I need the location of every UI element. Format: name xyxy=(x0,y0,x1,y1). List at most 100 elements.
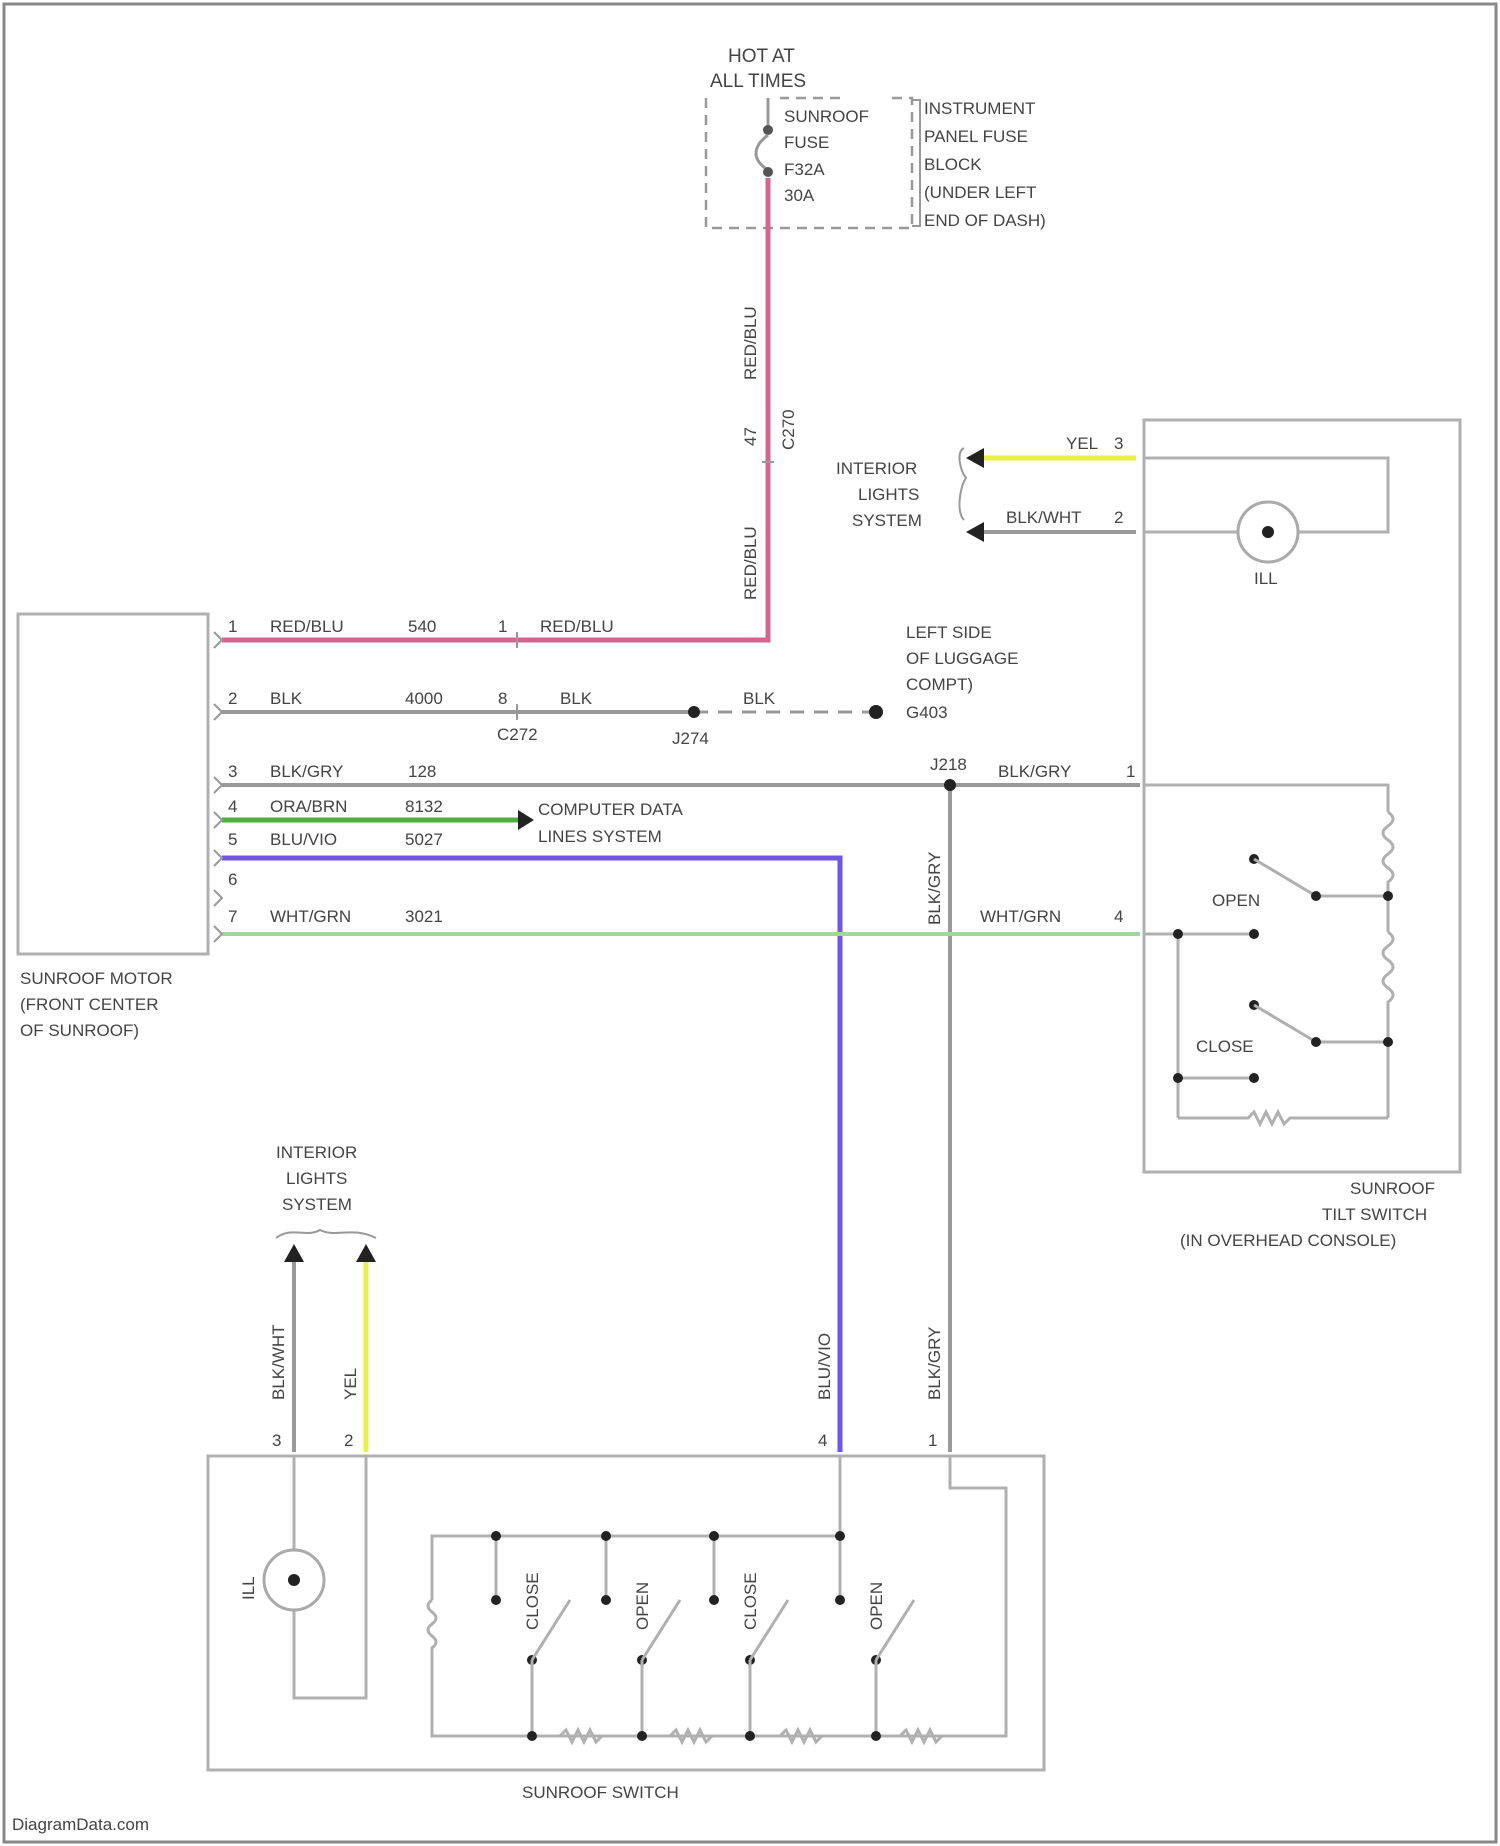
splice-j274-label: J274 xyxy=(672,729,709,748)
hot-at-label: HOT AT xyxy=(728,46,795,67)
tilt-ils-line-3: SYSTEM xyxy=(852,511,922,530)
block-line-4: (UNDER LEFT xyxy=(924,183,1036,202)
cds-line-2: LINES SYSTEM xyxy=(538,827,662,846)
switch-pin-1: 1 xyxy=(928,1431,937,1450)
switch-feed-path xyxy=(868,1456,1006,1736)
splice-j218-label: J218 xyxy=(930,755,967,774)
ground-text-4: G403 xyxy=(906,703,948,722)
switch-ill-label: ILL xyxy=(239,1576,258,1600)
ground-text-1: LEFT SIDE xyxy=(906,623,992,642)
tilt-pin-4: 4 xyxy=(1114,907,1123,926)
wire-orabrn-label: ORA/BRN xyxy=(270,797,347,816)
switch-blkwht-label: BLK/WHT xyxy=(269,1324,288,1400)
tilt-common-node xyxy=(1173,929,1183,939)
tilt-label-2: TILT SWITCH xyxy=(1322,1205,1427,1224)
tilt-lamp-filament xyxy=(1262,526,1274,538)
tilt-blkwht-label: BLK/WHT xyxy=(1006,508,1082,527)
tilt-resistor-1 xyxy=(1383,812,1393,896)
tilt-open-blade xyxy=(1254,859,1316,896)
switch-contacts xyxy=(491,1531,914,1741)
tilt-ils-arrow-2 xyxy=(966,522,984,542)
fuse-block: HOT AT ALL TIMES SUNROOF FUSE F32A 30A I… xyxy=(706,46,1046,230)
wire-bluvio-label: BLU/VIO xyxy=(270,830,337,849)
fuse-fuse: FUSE xyxy=(784,133,829,152)
splice-j274 xyxy=(688,706,700,718)
fuse-terminal-top xyxy=(763,125,773,135)
watermark: DiagramData.com xyxy=(12,1815,149,1834)
wire-whtgrn-label: WHT/GRN xyxy=(270,907,351,926)
cds-line-1: COMPUTER DATA xyxy=(538,800,683,819)
motor-pin-7: 7 xyxy=(228,907,237,926)
wire-redblu-motor-label: RED/BLU xyxy=(270,617,344,636)
sunroof-switch: INTERIOR LIGHTS SYSTEM BLK/WHT YEL 3 2 4… xyxy=(208,1143,1044,1802)
switch-yel-label: YEL xyxy=(341,1368,360,1400)
switch-pin-3: 3 xyxy=(272,1431,281,1450)
tilt-pin-2: 2 xyxy=(1114,508,1123,527)
wire-blk-mid-label: BLK xyxy=(560,689,593,708)
wire-redblu: RED/BLU C270 47 RED/BLU RED/BLU 540 1 RE… xyxy=(222,178,798,648)
tilt-open-label: OPEN xyxy=(1212,891,1260,910)
tilt-pin-3: 3 xyxy=(1114,434,1123,453)
switch-ils-arrow-1 xyxy=(284,1244,304,1262)
switch-ils-line-1: INTERIOR xyxy=(276,1143,357,1162)
tilt-resistor-2 xyxy=(1383,932,1393,1042)
tilt-pin-1: 1 xyxy=(1126,762,1135,781)
wire-whtgrn-tilt-label: WHT/GRN xyxy=(980,907,1061,926)
motor-pin-2: 2 xyxy=(228,689,237,708)
switch-open-label-2: OPEN xyxy=(867,1582,886,1630)
circuit-128: 128 xyxy=(408,762,436,781)
tilt-close-label: CLOSE xyxy=(1196,1037,1254,1056)
wire-whtgrn: WHT/GRN 3021 WHT/GRN xyxy=(222,907,1140,934)
circuit-3021: 3021 xyxy=(405,907,443,926)
switch-ils-line-3: SYSTEM xyxy=(282,1195,352,1214)
motor-label-2: (FRONT CENTER xyxy=(20,995,159,1014)
wire-redblu-upper-label: RED/BLU xyxy=(741,306,760,380)
tilt-ill-label: ILL xyxy=(1254,569,1278,588)
switch-ils-arrow-2 xyxy=(356,1244,376,1262)
tilt-close-blade xyxy=(1254,1005,1316,1042)
c272-pin8: 8 xyxy=(498,689,507,708)
tilt-ils-arrow-1 xyxy=(966,448,984,468)
connector-c270-pin: 47 xyxy=(741,427,760,446)
switch-pin-2: 2 xyxy=(344,1431,353,1450)
motor-pin-3: 3 xyxy=(228,762,237,781)
tilt-rail-node-1 xyxy=(1383,891,1393,901)
motor-pin-5: 5 xyxy=(228,830,237,849)
ground-text-3: COMPT) xyxy=(906,675,973,694)
tilt-ils-line-2: LIGHTS xyxy=(858,485,919,504)
tilt-feed-line xyxy=(1144,785,1388,812)
circuit-540: 540 xyxy=(408,617,436,636)
c272-pin1: 1 xyxy=(498,617,507,636)
circuit-4000: 4000 xyxy=(405,689,443,708)
wire-blkgry-tilt-label: BLK/GRY xyxy=(998,762,1071,781)
tilt-rail-node-2 xyxy=(1383,1037,1393,1047)
cds-arrow xyxy=(518,810,534,830)
switch-box xyxy=(208,1456,1044,1770)
block-line-1: INSTRUMENT xyxy=(924,99,1035,118)
switch-lamp-filament xyxy=(288,1574,300,1586)
block-line-2: PANEL FUSE xyxy=(924,127,1028,146)
fuse-name: SUNROOF xyxy=(784,107,869,126)
wire-redblu-mid-label: RED/BLU xyxy=(540,617,614,636)
tilt-bottom-resistor xyxy=(1178,1112,1388,1124)
all-times-label: ALL TIMES xyxy=(710,71,806,92)
wire-redblu-lower-label: RED/BLU xyxy=(741,526,760,600)
motor-pin-marks xyxy=(214,632,222,942)
circuit-5027: 5027 xyxy=(405,830,443,849)
wire-blkgry-vert-label: BLK/GRY xyxy=(925,852,944,925)
motor-label-3: OF SUNROOF) xyxy=(20,1021,139,1040)
tilt-close-contact xyxy=(1249,1073,1259,1083)
motor-box xyxy=(18,614,208,954)
connector-c272-label: C272 xyxy=(497,725,538,744)
connector-c270-label: C270 xyxy=(779,409,798,450)
switch-pin-4: 4 xyxy=(818,1431,827,1450)
tilt-switch: INTERIOR LIGHTS SYSTEM YEL 3 BLK/WHT 2 1… xyxy=(836,420,1460,1250)
wire-blkgry-switch-label: BLK/GRY xyxy=(925,1327,944,1400)
tilt-open-node xyxy=(1311,891,1321,901)
switch-close-label-1: CLOSE xyxy=(523,1572,542,1630)
sunroof-motor: 1 2 3 4 5 6 7 SUNROOF MOTOR (FRONT CENTE… xyxy=(18,614,237,1040)
switch-ils-brace xyxy=(276,1230,376,1238)
fuse-id: F32A xyxy=(784,160,825,179)
fuse-element xyxy=(756,135,768,170)
